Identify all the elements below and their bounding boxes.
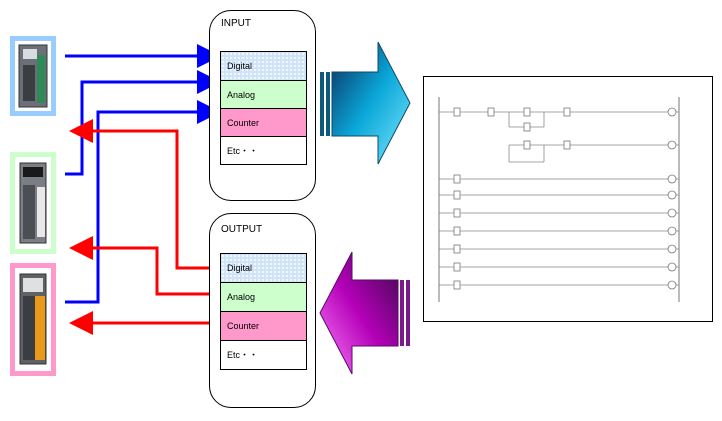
output-row-etc: Etc・・ <box>220 340 307 370</box>
output-flow-arrow-icon <box>319 251 410 375</box>
output-row-digital: Digital <box>220 253 307 283</box>
output-wire-digital <box>69 119 222 270</box>
output-row-counter: Counter <box>220 311 307 341</box>
input-flow-arrow-icon <box>320 41 411 165</box>
input-row-etc: Etc・・ <box>220 136 307 165</box>
output-wire-analog <box>69 236 222 296</box>
plc-module-counter <box>10 263 56 376</box>
plc-module-analog-graphic <box>19 162 47 244</box>
plc-module-digital-graphic <box>18 44 48 108</box>
input-row-counter: Counter <box>220 108 307 137</box>
output-panel-title: OUTPUT <box>221 224 263 235</box>
output-panel: OUTPUT Digital Analog Counter Etc・・ <box>209 213 316 408</box>
plc-module-digital <box>10 36 56 116</box>
ladder-diagram-graphic <box>438 97 680 302</box>
input-wire-analog <box>65 70 221 176</box>
plc-module-counter-graphic <box>19 273 47 365</box>
ladder-program-view <box>423 76 713 322</box>
input-panel: INPUT Digital Analog Counter Etc・・ <box>209 10 316 201</box>
input-wire-counter <box>65 100 221 304</box>
input-row-digital: Digital <box>220 51 307 81</box>
input-panel-title: INPUT <box>221 18 251 29</box>
input-row-analog: Analog <box>220 80 307 109</box>
plc-module-analog <box>10 152 56 254</box>
output-row-analog: Analog <box>220 282 307 312</box>
